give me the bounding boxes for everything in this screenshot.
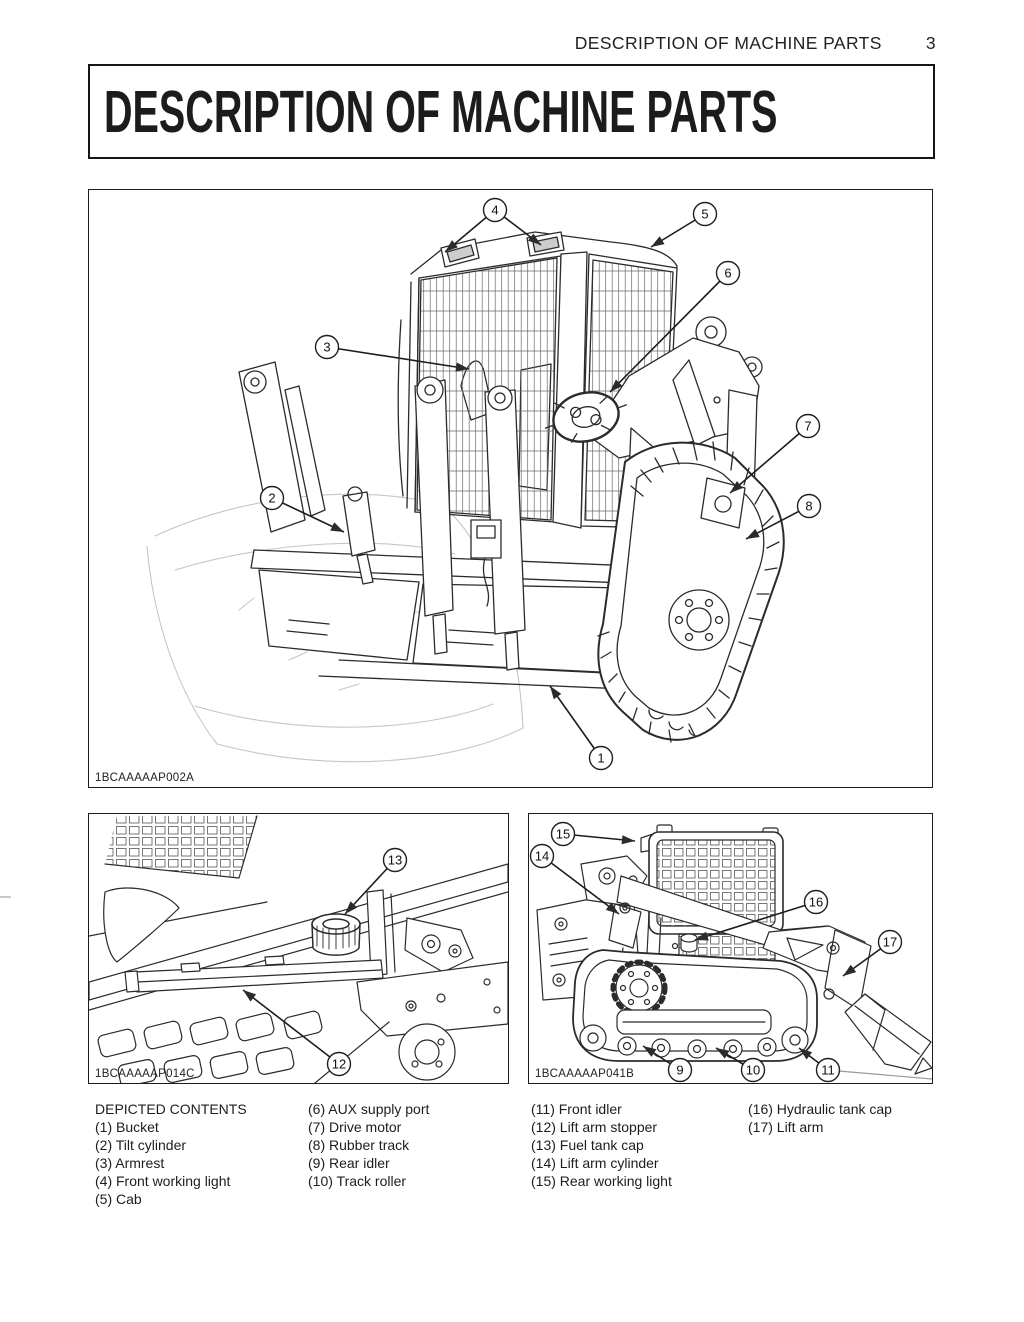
page-number: 3 [925,33,936,53]
track-rollers [617,1036,777,1059]
contents-item: (10) Track roller [308,1173,407,1189]
side-art [536,824,932,1080]
svg-text:10: 10 [746,1063,760,1078]
contents-column-2: (6) AUX supply port (7) Drive motor (8) … [308,1100,429,1190]
contents-item: (4) Front working light [95,1173,231,1189]
callout-3: 3 [314,334,470,372]
contents-item: (17) Lift arm [748,1119,824,1135]
svg-text:11: 11 [821,1063,835,1078]
contents-item: (15) Rear working light [531,1173,672,1189]
svg-text:8: 8 [805,499,812,514]
running-header-title: DESCRIPTION OF MACHINE PARTS [574,33,882,53]
callout-15: 15 [550,821,636,847]
lift-arm-cylinder [608,902,662,965]
callout-11: 11 [798,1047,841,1083]
contents-column-1: DEPICTED CONTENTS (1) Bucket (2) Tilt cy… [95,1100,247,1208]
svg-text:16: 16 [809,895,823,910]
svg-text:15: 15 [556,827,570,842]
contents-item: (11) Front idler [531,1101,622,1117]
svg-text:1: 1 [597,751,604,766]
figure-caption: 1BCAAAAAP014C [95,1068,195,1080]
contents-item: (7) Drive motor [308,1119,402,1135]
figure-machine-overview: 4 5 6 3 2 7 8 [88,189,933,788]
rubber-track [597,441,785,743]
contents-item: (3) Armrest [95,1155,165,1171]
bucket-sketch [146,493,524,763]
contents-item: (2) Tilt cylinder [95,1137,187,1153]
contents-item: (5) Cab [95,1191,142,1207]
callout-4: 4 [444,197,542,253]
callout-8: 8 [745,493,822,540]
machine-art [146,231,785,763]
callout-1: 1 [549,685,614,771]
aux-supply-port [544,391,627,443]
contents-item: (16) Hydraulic tank cap [748,1101,892,1117]
contents-item: (6) AUX supply port [308,1101,430,1117]
front-idler [781,1026,809,1054]
callout-14: 14 [529,843,620,915]
running-header: DESCRIPTION OF MACHINE PARTS 3 [88,33,936,54]
callout-6: 6 [609,260,741,393]
contents-item: (12) Lift arm stopper [531,1119,658,1135]
contents-column-4: (16) Hydraulic tank cap (17) Lift arm [748,1100,892,1136]
page-title: DESCRIPTION OF MACHINE PARTS [104,78,778,145]
contents-item: (1) Bucket [95,1119,159,1135]
track-assembly [572,949,818,1062]
figure-caption: 1BCAAAAAP002A [95,772,195,784]
hydraulic-tank-cap [671,933,698,953]
lift-arm-stopper [124,955,384,993]
bucket-side [844,993,932,1075]
figure-side-view-detail: 15 14 16 17 9 10 [528,813,933,1084]
front-lift-arms [414,376,526,671]
tilt-cylinder [238,361,376,585]
svg-text:3: 3 [323,340,330,355]
callout-2: 2 [259,485,345,533]
fuel-tank-cap [311,913,361,956]
svg-text:17: 17 [883,935,897,950]
callout-5: 5 [650,201,718,248]
svg-text:9: 9 [676,1063,683,1078]
page-edge-mark [0,896,11,898]
callout-17: 17 [842,929,903,977]
rear-idler [579,1024,607,1052]
side-view-drawing: 15 14 16 17 9 10 [529,821,932,1083]
callout-12: 12 [242,989,352,1077]
svg-text:12: 12 [332,1057,346,1072]
svg-text:7: 7 [804,419,811,434]
contents-column-3: (11) Front idler (12) Lift arm stopper (… [531,1100,672,1190]
contents-item: (14) Lift arm cylinder [531,1155,659,1171]
svg-text:13: 13 [388,853,402,868]
svg-text:2: 2 [268,491,275,506]
callout-10: 10 [715,1047,766,1083]
figure-lift-arm-stopper-detail: 13 12 1BCAAAAAP014C [88,813,509,1084]
callout-7: 7 [729,413,821,494]
stopper-detail-drawing: 13 12 [89,815,508,1083]
callout-13: 13 [344,847,408,915]
title-box: DESCRIPTION OF MACHINE PARTS [88,64,935,159]
machine-overview-drawing: 4 5 6 3 2 7 8 [146,197,822,771]
svg-text:6: 6 [724,266,731,281]
callout-16: 16 [694,889,829,941]
svg-text:4: 4 [491,203,498,218]
track-lugs [97,1010,390,1083]
contents-item: (9) Rear idler [308,1155,390,1171]
contents-heading: DEPICTED CONTENTS [95,1101,247,1117]
contents-item: (13) Fuel tank cap [531,1137,644,1153]
svg-text:14: 14 [535,849,549,864]
figure-caption: 1BCAAAAAP041B [535,1068,635,1080]
contents-item: (8) Rubber track [308,1137,410,1153]
svg-text:5: 5 [701,207,708,222]
detail-art [89,815,508,1083]
cab-mesh [105,816,257,878]
callout-9: 9 [642,1045,693,1083]
